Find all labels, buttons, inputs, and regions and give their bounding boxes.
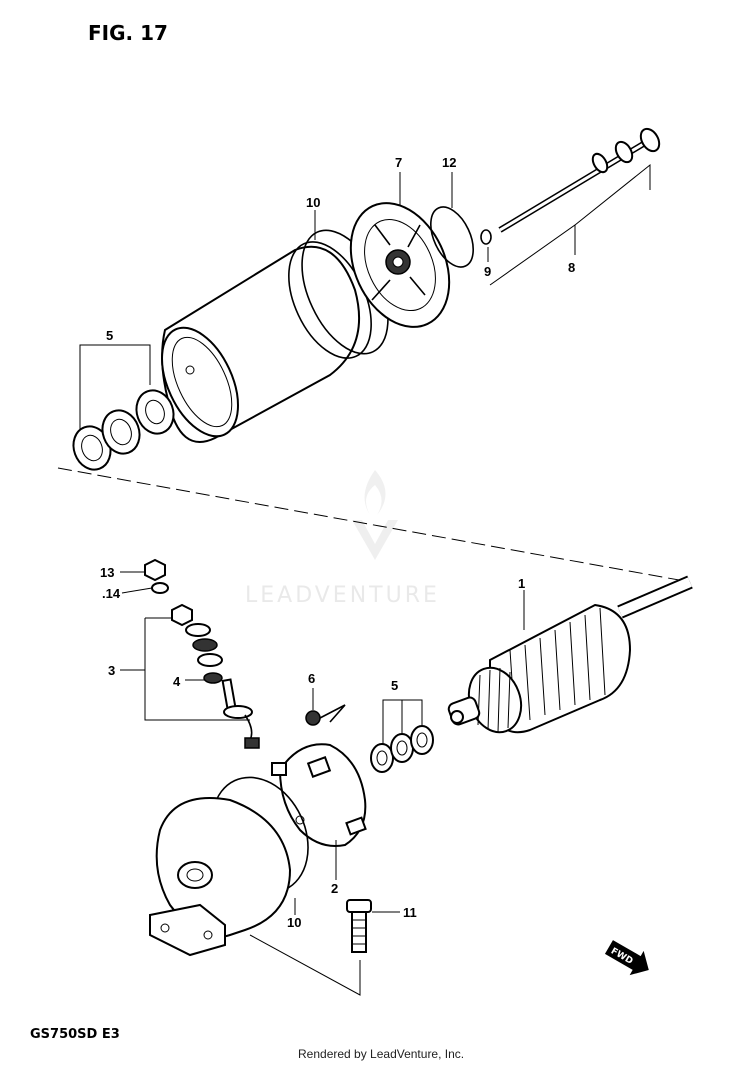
thrust-washers-upper xyxy=(72,389,175,471)
leader-screw-path xyxy=(249,934,361,996)
leader-14 xyxy=(121,587,153,594)
through-bolt xyxy=(498,127,661,233)
leader-5-lower xyxy=(382,699,423,745)
callout-10-upper: 10 xyxy=(306,195,320,210)
callout-13: 13 xyxy=(100,565,114,580)
forward-direction-badge: FWD xyxy=(604,940,649,976)
brush-holder-plate xyxy=(271,743,367,847)
callout-8: 8 xyxy=(568,260,575,275)
model-code: GS750SD E3 xyxy=(30,1027,120,1042)
front-end-housing xyxy=(149,776,309,957)
leader-8 xyxy=(489,163,651,286)
render-credit: Rendered by LeadVenture, Inc. xyxy=(298,1047,464,1061)
watermark: LEADVENTURE xyxy=(245,470,440,608)
callout-7: 7 xyxy=(395,155,402,170)
leader-5-upper xyxy=(79,344,151,430)
figure-title: FIG. 17 xyxy=(88,21,168,45)
callout-10-lower: 10 xyxy=(287,915,301,930)
o-ring-12 xyxy=(430,206,474,268)
callout-5-lower: 5 xyxy=(391,678,398,693)
yoke-housing xyxy=(161,241,372,443)
washer-9 xyxy=(480,229,492,245)
callout-1: 1 xyxy=(518,576,525,591)
callout-2: 2 xyxy=(331,881,338,896)
armature xyxy=(447,575,693,734)
callout-6: 6 xyxy=(308,671,315,686)
brush-spring xyxy=(305,704,346,726)
section-divider-line xyxy=(57,467,691,583)
watermark-text: LEADVENTURE xyxy=(245,583,440,608)
terminal-hardware xyxy=(144,558,223,684)
screw-11 xyxy=(346,899,372,953)
thrust-washers-lower xyxy=(370,725,434,773)
callout-5-upper: 5 xyxy=(106,328,113,343)
callout-14: .14 xyxy=(102,586,121,601)
callout-11: 11 xyxy=(403,905,417,920)
callout-12: 12 xyxy=(442,155,456,170)
callout-9: 9 xyxy=(484,264,491,279)
callout-4: 4 xyxy=(173,674,181,689)
leader-3-bracket xyxy=(144,618,250,721)
terminal-bolt-brush xyxy=(221,678,260,749)
callout-3: 3 xyxy=(108,663,115,678)
rear-end-cover xyxy=(349,202,451,328)
